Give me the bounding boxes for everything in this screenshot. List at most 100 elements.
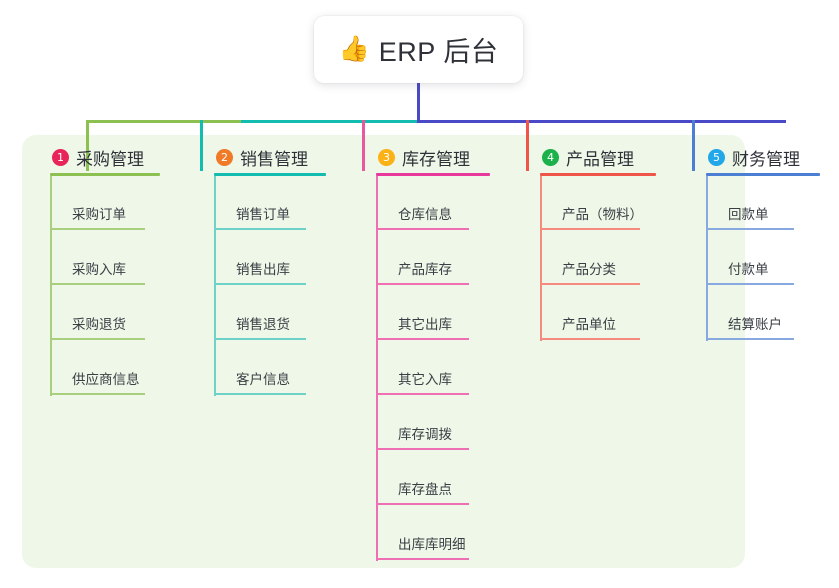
category-title: 库存管理	[402, 149, 470, 169]
menu-item[interactable]: 其它出库	[376, 286, 502, 341]
menu-item-label: 产品库存	[398, 262, 452, 277]
category-number-badge: 4	[542, 148, 559, 166]
menu-item[interactable]: 回款单	[706, 176, 820, 231]
thumbs-up-icon: 👍	[338, 35, 370, 63]
menu-item[interactable]: 销售退货	[214, 286, 340, 341]
category-header-2[interactable]: 2 销售管理	[200, 146, 340, 169]
menu-item-underline	[214, 283, 306, 285]
category-title: 产品管理	[566, 149, 634, 169]
menu-item[interactable]: 仓库信息	[376, 176, 502, 231]
category-item-list: 回款单付款单结算账户	[706, 176, 820, 341]
connector-bus-segment	[241, 120, 418, 123]
menu-item-underline	[540, 338, 640, 340]
connector-drop-line	[692, 120, 695, 171]
connector-drop-line	[200, 120, 203, 171]
menu-item[interactable]: 其它入库	[376, 341, 502, 396]
menu-item-label: 销售订单	[236, 207, 290, 222]
menu-item-underline	[50, 338, 145, 340]
connector-drop-line	[86, 120, 89, 171]
category-number-badge: 5	[708, 148, 725, 166]
category-underline	[706, 173, 820, 176]
category-column: 2 销售管理销售订单销售出库销售退货客户信息	[200, 146, 340, 396]
menu-item-label: 产品分类	[562, 262, 616, 277]
category-underline	[540, 173, 656, 176]
menu-item[interactable]: 客户信息	[214, 341, 340, 396]
category-title: 财务管理	[732, 149, 800, 169]
menu-item[interactable]: 库存调拨	[376, 396, 502, 451]
menu-item[interactable]: 销售订单	[214, 176, 340, 231]
menu-item-underline	[540, 228, 640, 230]
menu-item[interactable]: 结算账户	[706, 286, 820, 341]
menu-item-label: 采购退货	[72, 317, 126, 332]
category-underline	[376, 173, 490, 176]
menu-item-underline	[376, 448, 469, 450]
connector-bus-segment	[86, 120, 241, 123]
category-item-list: 仓库信息产品库存其它出库其它入库库存调拨库存盘点出库库明细	[376, 176, 502, 561]
category-number-badge: 3	[378, 148, 395, 166]
category-item-list: 采购订单采购入库采购退货供应商信息	[50, 176, 181, 396]
root-node-erp-backend[interactable]: 👍 ERP 后台	[314, 16, 523, 83]
category-spine-line	[50, 176, 52, 396]
category-number-badge: 1	[52, 148, 69, 166]
category-title: 销售管理	[240, 149, 308, 169]
category-header-3[interactable]: 3 库存管理	[362, 146, 502, 169]
diagram-background-panel	[22, 135, 745, 568]
menu-item-underline	[214, 228, 306, 230]
menu-item-label: 供应商信息	[72, 372, 140, 387]
menu-item[interactable]: 销售出库	[214, 231, 340, 286]
menu-item-underline	[214, 393, 306, 395]
menu-item-underline	[214, 338, 306, 340]
menu-item-underline	[706, 283, 794, 285]
menu-item-underline	[376, 228, 469, 230]
menu-item-label: 其它出库	[398, 317, 452, 332]
connector-drop-line	[526, 120, 529, 171]
menu-item-label: 产品（物料）	[562, 207, 643, 222]
menu-item-underline	[376, 558, 469, 560]
category-column: 1 采购管理采购订单采购入库采购退货供应商信息	[36, 146, 181, 396]
menu-item-label: 出库库明细	[398, 537, 466, 552]
category-title: 采购管理	[76, 149, 144, 169]
menu-item[interactable]: 采购退货	[50, 286, 181, 341]
menu-item[interactable]: 产品（物料）	[540, 176, 676, 231]
menu-item-label: 采购订单	[72, 207, 126, 222]
menu-item[interactable]: 出库库明细	[376, 506, 502, 561]
menu-item[interactable]: 采购订单	[50, 176, 181, 231]
menu-item[interactable]: 产品单位	[540, 286, 676, 341]
menu-item[interactable]: 产品库存	[376, 231, 502, 286]
menu-item-underline	[376, 283, 469, 285]
menu-item-underline	[50, 283, 145, 285]
menu-item[interactable]: 采购入库	[50, 231, 181, 286]
category-item-list: 产品（物料） 产品分类产品单位	[540, 176, 676, 341]
menu-item-label: 付款单	[728, 262, 769, 277]
connector-drop-line	[362, 120, 365, 171]
root-connector-stem	[417, 83, 420, 123]
menu-item[interactable]: 产品分类	[540, 231, 676, 286]
connector-bus-segment	[418, 120, 786, 123]
category-column: 4 产品管理产品（物料） 产品分类产品单位	[526, 146, 676, 341]
menu-item-label: 销售退货	[236, 317, 290, 332]
menu-item-underline	[706, 228, 794, 230]
menu-item-underline	[706, 338, 794, 340]
menu-item-label: 仓库信息	[398, 207, 452, 222]
category-item-list: 销售订单销售出库销售退货客户信息	[214, 176, 340, 396]
menu-item[interactable]: 库存盘点	[376, 451, 502, 506]
menu-item-label: 回款单	[728, 207, 769, 222]
category-underline	[214, 173, 326, 176]
category-header-1[interactable]: 1 采购管理	[36, 146, 181, 169]
menu-item-label: 库存调拨	[398, 427, 452, 442]
menu-item-underline	[376, 503, 469, 505]
menu-item-label: 客户信息	[236, 372, 290, 387]
menu-item[interactable]: 付款单	[706, 231, 820, 286]
root-node-content: 👍 ERP 后台	[339, 30, 499, 69]
category-column: 3 库存管理仓库信息产品库存其它出库其它入库库存调拨库存盘点出库库明细	[362, 146, 502, 561]
menu-item-underline	[50, 393, 145, 395]
menu-item-label: 其它入库	[398, 372, 452, 387]
category-number-badge: 2	[216, 148, 233, 166]
root-node-title: ERP 后台	[378, 37, 499, 67]
category-header-4[interactable]: 4 产品管理	[526, 146, 676, 169]
menu-item[interactable]: 供应商信息	[50, 341, 181, 396]
category-header-5[interactable]: 5 财务管理	[692, 146, 820, 169]
menu-item-underline	[540, 283, 640, 285]
menu-item-underline	[376, 393, 469, 395]
menu-item-label: 采购入库	[72, 262, 126, 277]
